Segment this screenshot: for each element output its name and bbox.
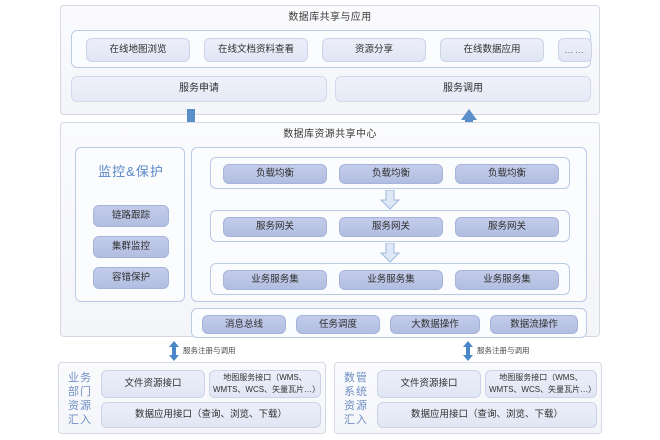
monitor-protection-panel: 监控&保护 链路跟踪 集群监控 容错保护 bbox=[75, 147, 185, 302]
app-chip-online-doc[interactable]: 在线文档资料查看 bbox=[204, 38, 308, 62]
service-bar-invoke[interactable]: 服务调用 bbox=[335, 76, 591, 102]
tier-connector-arrow-1 bbox=[379, 189, 401, 215]
app-chip-resource-share[interactable]: 资源分享 bbox=[322, 38, 426, 62]
node-service-gateway-3[interactable]: 服务网关 bbox=[455, 217, 559, 237]
center-panel-title: 数据库资源共享中心 bbox=[283, 129, 377, 140]
registration-arrow-right-label: 服务注册与调用 bbox=[477, 346, 530, 355]
service-bar-apply[interactable]: 服务申请 bbox=[71, 76, 327, 102]
capability-bar: 消息总线 任务调度 大数据操作 数据流操作 bbox=[191, 308, 587, 338]
interface-map-service-left[interactable]: 地图服务接口（WMS、WMTS、WCS、矢量瓦片…） bbox=[209, 370, 321, 398]
bottom-panel-data-management-system: 数管 系统 资源 汇入 文件资源接口 地图服务接口（WMS、WMTS、WCS、矢… bbox=[334, 362, 602, 434]
node-load-balancer-1[interactable]: 负载均衡 bbox=[223, 164, 327, 184]
app-chip-online-map[interactable]: 在线地图浏览 bbox=[86, 38, 190, 62]
monitor-item-link-tracing[interactable]: 链路跟踪 bbox=[93, 205, 169, 227]
app-chip-more[interactable]: …… bbox=[558, 38, 592, 62]
monitor-item-cluster-monitor[interactable]: 集群监控 bbox=[93, 236, 169, 258]
monitor-panel-title: 监控&保护 bbox=[98, 164, 164, 179]
service-tiers-wrapper: 负载均衡 负载均衡 负载均衡 服务网关 服务网关 服务网关 bbox=[191, 147, 587, 302]
registration-arrow-left bbox=[168, 341, 180, 366]
tier-connector-arrow-2 bbox=[379, 242, 401, 268]
monitor-item-fault-tolerance[interactable]: 容错保护 bbox=[93, 267, 169, 289]
interface-map-service-right[interactable]: 地图服务接口（WMS、WMTS、WCS、矢量瓦片…） bbox=[485, 370, 597, 398]
vlabel-line-2: 部门 bbox=[68, 386, 92, 398]
capability-message-bus[interactable]: 消息总线 bbox=[202, 315, 286, 334]
business-department-vlabel: 业务 部门 资源 汇入 bbox=[63, 367, 97, 431]
node-service-gateway-2[interactable]: 服务网关 bbox=[339, 217, 443, 237]
data-management-vlabel: 数管 系统 资源 汇入 bbox=[339, 367, 373, 431]
node-business-service-1[interactable]: 业务服务集 bbox=[223, 270, 327, 290]
capability-task-scheduling[interactable]: 任务调度 bbox=[296, 315, 380, 334]
registration-arrow-right bbox=[462, 341, 474, 366]
bottom-panel-business-department: 业务 部门 资源 汇入 文件资源接口 地图服务接口（WMS、WMTS、WCS、矢… bbox=[58, 362, 326, 434]
top-panel: 数据库共享与应用 在线地图浏览 在线文档资料查看 资源分享 在线数据应用 …… … bbox=[60, 5, 600, 115]
interface-data-application-left[interactable]: 数据应用接口（查询、浏览、下载） bbox=[101, 402, 321, 428]
node-business-service-3[interactable]: 业务服务集 bbox=[455, 270, 559, 290]
vlabel-line-2: 系统 bbox=[344, 386, 368, 398]
center-panel: 数据库资源共享中心 监控&保护 链路跟踪 集群监控 容错保护 负载均衡 负载均衡… bbox=[60, 122, 600, 338]
top-panel-title: 数据库共享与应用 bbox=[288, 12, 372, 23]
node-service-gateway-1[interactable]: 服务网关 bbox=[223, 217, 327, 237]
interface-file-resource-left[interactable]: 文件资源接口 bbox=[101, 370, 205, 398]
vlabel-line-1: 业务 bbox=[68, 372, 92, 384]
vlabel-line-3: 资源 bbox=[344, 400, 368, 412]
vlabel-line-4: 汇入 bbox=[68, 414, 92, 426]
node-load-balancer-2[interactable]: 负载均衡 bbox=[339, 164, 443, 184]
vlabel-line-3: 资源 bbox=[68, 400, 92, 412]
interface-data-application-right[interactable]: 数据应用接口（查询、浏览、下载） bbox=[377, 402, 597, 428]
vlabel-line-1: 数管 bbox=[344, 372, 368, 384]
interface-file-resource-right[interactable]: 文件资源接口 bbox=[377, 370, 481, 398]
application-row-container: 在线地图浏览 在线文档资料查看 资源分享 在线数据应用 …… bbox=[71, 30, 592, 68]
vlabel-line-4: 汇入 bbox=[344, 414, 368, 426]
node-load-balancer-3[interactable]: 负载均衡 bbox=[455, 164, 559, 184]
capability-bigdata-ops[interactable]: 大数据操作 bbox=[390, 315, 480, 334]
business-service-tier: 业务服务集 业务服务集 业务服务集 bbox=[210, 263, 570, 295]
registration-arrow-left-label: 服务注册与调用 bbox=[183, 346, 236, 355]
capability-dataflow-ops[interactable]: 数据流操作 bbox=[490, 315, 578, 334]
service-gateway-tier: 服务网关 服务网关 服务网关 bbox=[210, 210, 570, 242]
node-business-service-2[interactable]: 业务服务集 bbox=[339, 270, 443, 290]
app-chip-online-data[interactable]: 在线数据应用 bbox=[440, 38, 544, 62]
load-balancer-tier: 负载均衡 负载均衡 负载均衡 bbox=[210, 157, 570, 189]
